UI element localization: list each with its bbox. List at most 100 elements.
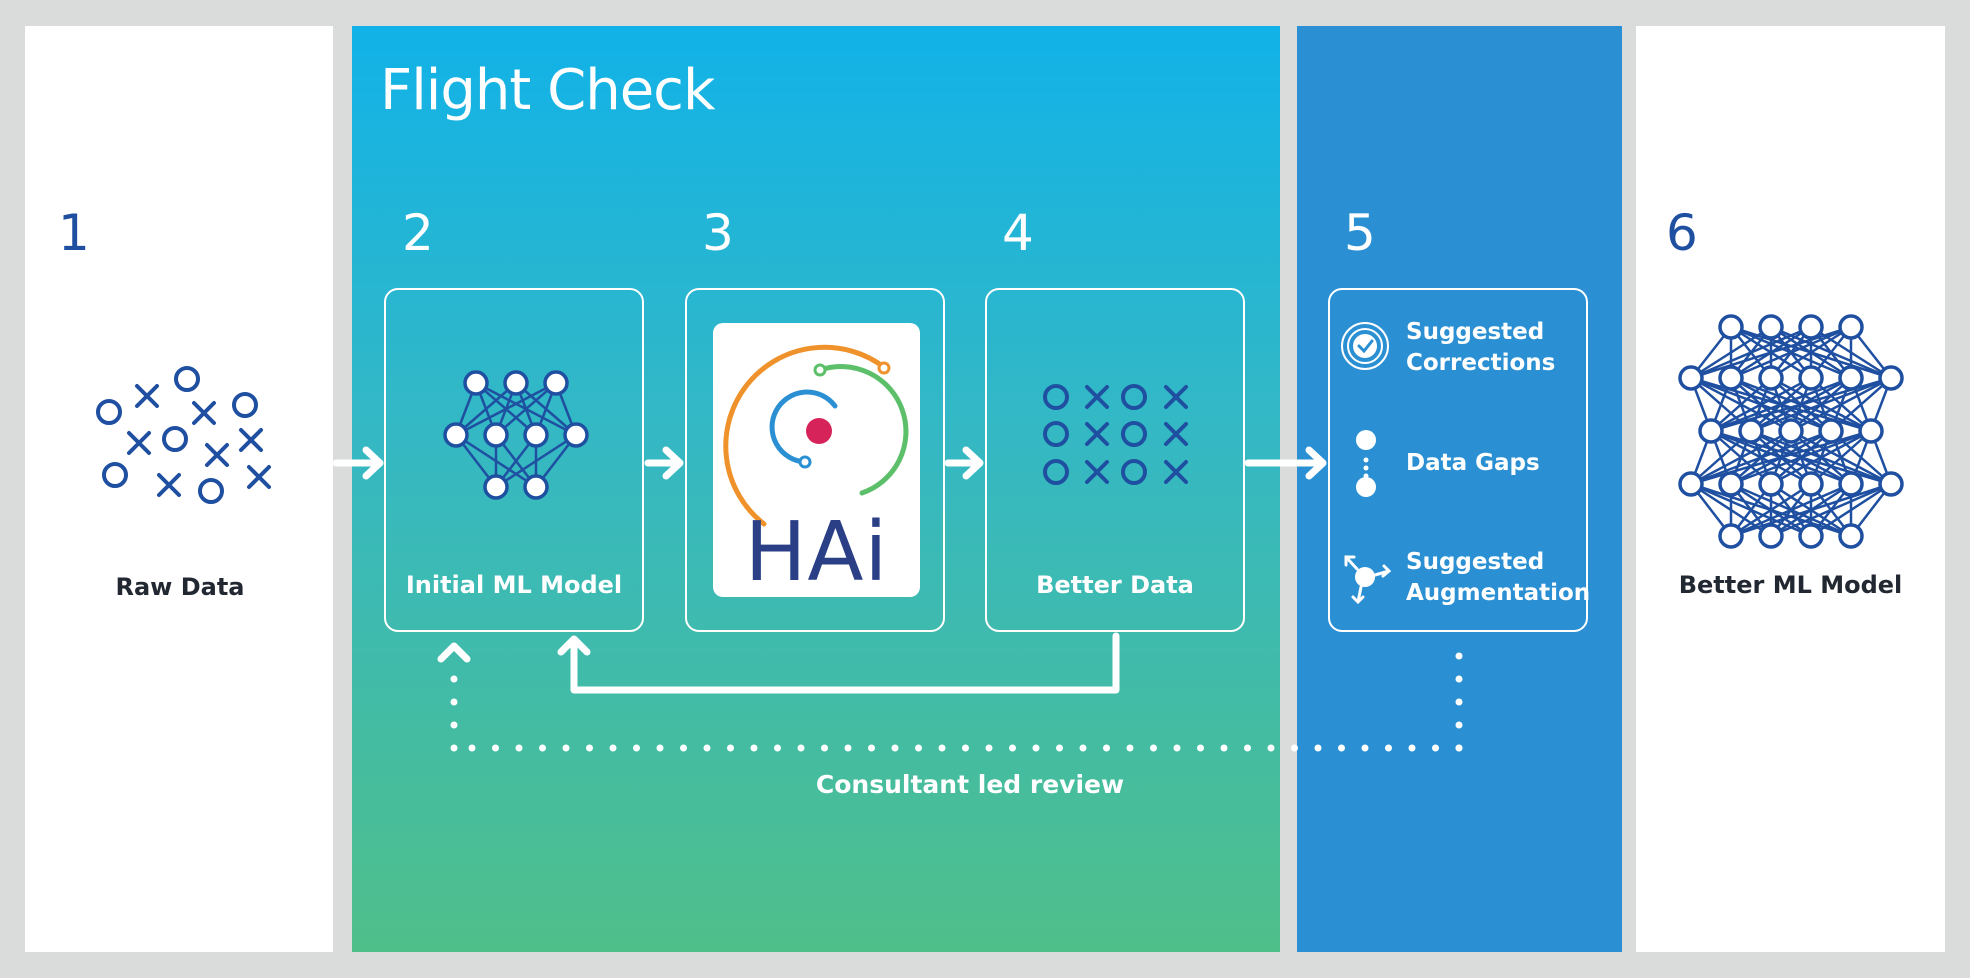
flow-arrows xyxy=(332,446,1327,694)
raw-data-panel xyxy=(25,26,333,952)
network-node xyxy=(1858,418,1884,444)
review-dot xyxy=(1455,744,1463,752)
review-dot xyxy=(1103,744,1110,752)
outputs-box xyxy=(1328,288,1588,632)
network-edge xyxy=(1690,429,1872,486)
network-node xyxy=(1758,523,1784,549)
better-network-icon xyxy=(1678,314,1904,549)
arrow-1-2 xyxy=(332,446,384,480)
review-dot xyxy=(1455,698,1463,706)
network-edge xyxy=(455,381,557,437)
review-dot xyxy=(1056,744,1063,752)
network-edge xyxy=(1710,376,1892,433)
suggested-augmentation-label: Suggested Augmentation xyxy=(1406,547,1590,609)
review-dot xyxy=(450,675,458,683)
review-dot xyxy=(1197,744,1204,752)
review-dot xyxy=(938,744,946,752)
network-node xyxy=(503,370,529,396)
network-node xyxy=(483,474,509,500)
review-dot xyxy=(492,744,499,752)
review-dot xyxy=(680,744,687,752)
network-edge xyxy=(1690,325,1852,380)
network-edge xyxy=(1690,429,1792,486)
review-dot xyxy=(1455,652,1463,660)
review-dot xyxy=(1244,744,1251,752)
network-edge xyxy=(1690,325,1812,380)
review-dot xyxy=(1173,744,1181,752)
corrections-line-2: Corrections xyxy=(1406,350,1556,376)
feedback-loop-arrow xyxy=(557,632,1120,694)
network-node xyxy=(523,474,549,500)
review-dot xyxy=(450,721,458,729)
initial-model-label: Initial ML Model xyxy=(405,571,623,599)
network-node xyxy=(483,422,509,448)
suggested-corrections-label: Suggested Corrections xyxy=(1406,317,1555,379)
review-dot xyxy=(609,744,617,752)
network-edge xyxy=(1770,482,1892,538)
network-node xyxy=(1778,418,1804,444)
network-node xyxy=(1758,365,1784,391)
network-node xyxy=(1838,365,1864,391)
review-dot xyxy=(1455,721,1463,729)
initial-network-icon xyxy=(443,370,589,500)
consultant-review-label: Consultant led review xyxy=(815,770,1125,799)
step-number-5: 5 xyxy=(1344,204,1376,262)
review-dot xyxy=(891,744,899,752)
network-edge xyxy=(1690,430,1752,485)
better-data-label: Better Data xyxy=(1036,571,1194,599)
review-dot xyxy=(750,744,758,752)
step-number-4: 4 xyxy=(1002,204,1034,262)
review-dot xyxy=(515,744,523,752)
network-edge xyxy=(1770,429,1872,486)
network-edge xyxy=(1730,482,1852,538)
network-node xyxy=(1758,471,1784,497)
review-dot xyxy=(985,744,993,752)
check-target-icon xyxy=(1341,322,1389,370)
review-dot xyxy=(450,698,458,706)
network-node xyxy=(1718,471,1744,497)
review-arrowhead xyxy=(437,642,471,663)
arrow-2-3 xyxy=(644,446,684,480)
network-node xyxy=(1738,418,1764,444)
review-dot xyxy=(1314,744,1322,752)
review-dot xyxy=(821,744,828,752)
review-dot xyxy=(586,744,593,752)
network-node xyxy=(1838,314,1864,340)
network-node xyxy=(543,370,569,396)
arrow-3-4 xyxy=(944,446,984,480)
review-dot xyxy=(1455,675,1463,683)
network-node xyxy=(1698,418,1724,444)
review-dot xyxy=(1009,744,1016,752)
network-edge xyxy=(1730,482,1812,538)
network-edge xyxy=(1690,429,1832,486)
hai-logo-icon xyxy=(723,344,909,527)
network-node xyxy=(1798,523,1824,549)
raw-data-scatter-icon xyxy=(96,366,271,504)
network-node xyxy=(1718,523,1744,549)
initial-model-box xyxy=(384,288,644,632)
network-node xyxy=(1798,365,1824,391)
network-node xyxy=(443,422,469,448)
network-edge xyxy=(1790,376,1892,433)
network-node xyxy=(523,422,549,448)
network-node xyxy=(1838,523,1864,549)
network-edge xyxy=(1710,376,1852,433)
network-edge xyxy=(1750,376,1892,433)
review-dot xyxy=(656,744,664,752)
network-edge xyxy=(1810,482,1892,538)
augmentation-line-1: Suggested xyxy=(1406,549,1545,575)
review-dot xyxy=(797,744,805,752)
network-edge xyxy=(1730,429,1872,486)
network-node xyxy=(1678,471,1704,497)
review-dot xyxy=(703,744,711,752)
review-dot xyxy=(915,744,922,752)
network-edge xyxy=(1830,377,1892,432)
review-dot xyxy=(844,744,852,752)
review-dot xyxy=(1361,744,1369,752)
review-dot xyxy=(1220,744,1228,752)
network-node xyxy=(1798,471,1824,497)
network-edge xyxy=(1710,376,1812,433)
augmentation-icon xyxy=(1344,555,1392,605)
data-gaps-icon xyxy=(1356,430,1376,497)
review-dot xyxy=(774,744,781,752)
